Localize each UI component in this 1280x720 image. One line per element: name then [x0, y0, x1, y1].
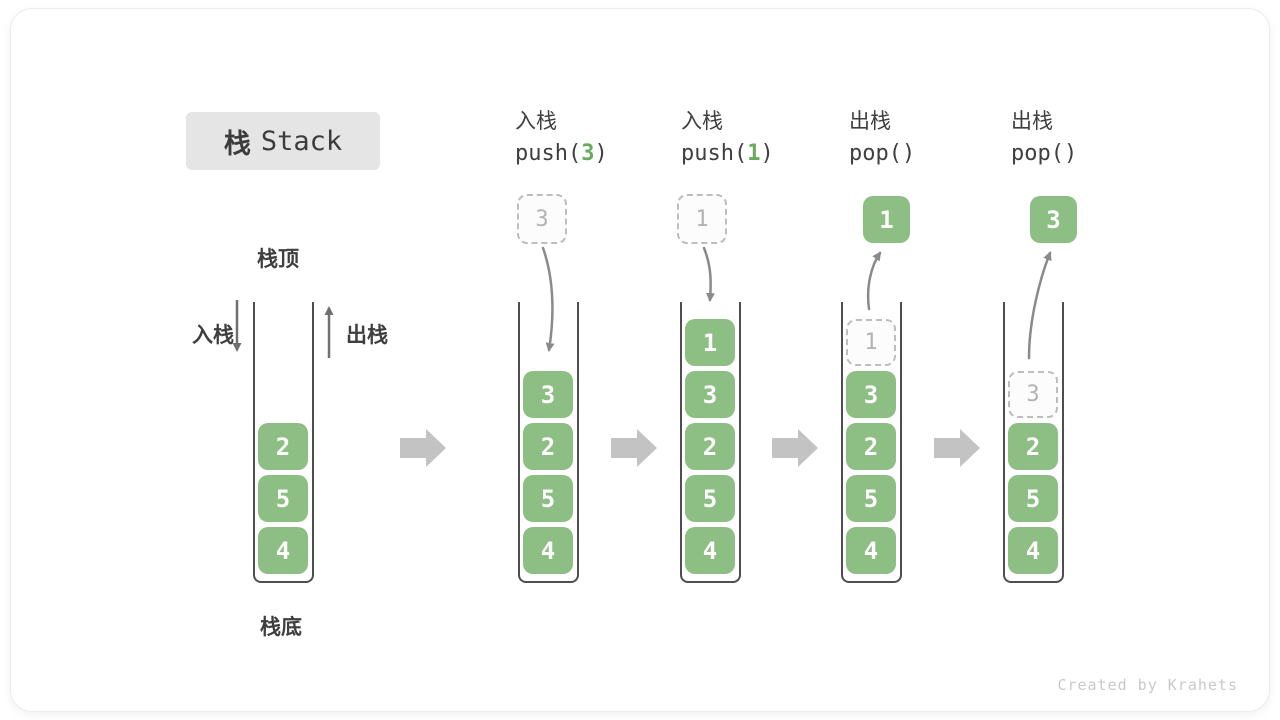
stack-cell: 3 — [523, 371, 573, 418]
stack-cell: 3 — [846, 371, 896, 418]
op-label-pop-1: 出栈 pop() — [849, 106, 915, 172]
op-zh: 出栈 — [849, 109, 891, 133]
outgoing-value-box: 3 — [1030, 196, 1077, 243]
stack-bottom-label: 栈底 — [260, 615, 302, 639]
ghost-cell: 3 — [1008, 371, 1058, 418]
stack-cell: 1 — [685, 319, 735, 366]
stack-cell: 4 — [685, 527, 735, 574]
title-en: Stack — [260, 125, 343, 157]
incoming-value-box: 1 — [677, 194, 727, 244]
stack-cell: 2 — [523, 423, 573, 470]
op-label-pop-2: 出栈 pop() — [1011, 106, 1077, 172]
stack-cell: 5 — [523, 475, 573, 522]
ghost-cell: 1 — [846, 319, 896, 366]
stack-top-label: 栈顶 — [257, 247, 299, 271]
op-label-push-1: 入栈 push(1) — [681, 106, 774, 172]
push-side-label: 入栈 — [192, 323, 234, 347]
stack-cell: 5 — [685, 475, 735, 522]
op-code: push(3) — [515, 141, 608, 166]
stack-cell: 2 — [685, 423, 735, 470]
stack-cell: 3 — [685, 371, 735, 418]
stack-cell: 4 — [1008, 527, 1058, 574]
pop-side-label: 出栈 — [346, 323, 388, 347]
stack-cell: 2 — [846, 423, 896, 470]
title-box: 栈 Stack — [186, 112, 380, 170]
outgoing-value-box: 1 — [863, 196, 910, 243]
stack-cell: 5 — [846, 475, 896, 522]
watermark: Created by Krahets — [1057, 676, 1238, 694]
op-code: pop() — [1011, 141, 1078, 166]
op-code: pop() — [849, 141, 916, 166]
stack-cell: 4 — [258, 527, 308, 574]
op-zh: 出栈 — [1011, 109, 1053, 133]
stack-cell: 2 — [258, 423, 308, 470]
title-zh: 栈 — [223, 128, 251, 160]
op-zh: 入栈 — [515, 109, 557, 133]
stack-cell: 4 — [523, 527, 573, 574]
stack-cell: 5 — [258, 475, 308, 522]
stack-cell: 5 — [1008, 475, 1058, 522]
incoming-value-box: 3 — [517, 194, 567, 244]
op-label-push-3: 入栈 push(3) — [515, 106, 608, 172]
stack-cell: 4 — [846, 527, 896, 574]
stack-cell: 2 — [1008, 423, 1058, 470]
op-zh: 入栈 — [681, 109, 723, 133]
op-code: push(1) — [681, 141, 774, 166]
